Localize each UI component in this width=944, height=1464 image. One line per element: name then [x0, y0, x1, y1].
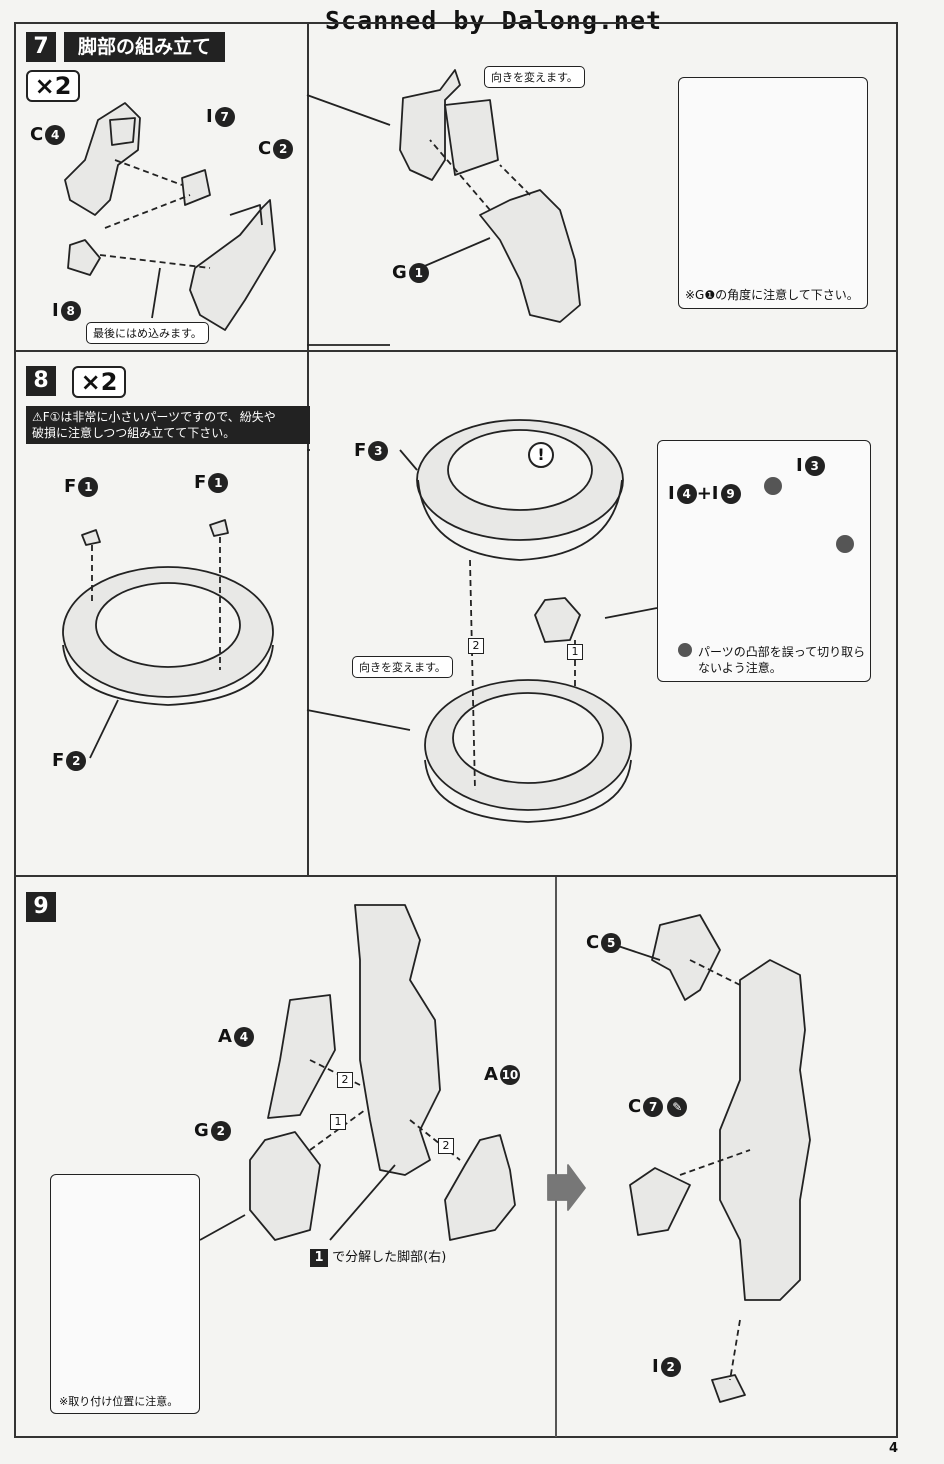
inset-position-note: ※取り付け位置に注意。	[59, 1395, 179, 1408]
order-marker-2b: 2	[438, 1138, 454, 1154]
order-marker-2: 2	[468, 638, 484, 654]
step7-title: 脚部の組み立て	[64, 32, 226, 62]
inset-angle-note: ※G❶の角度に注意して下さい。	[685, 288, 859, 302]
step7-number: 7	[26, 32, 56, 62]
nub-caution-icon	[764, 477, 782, 495]
seal-marker-icon: ✎	[667, 1097, 688, 1117]
scan-credit: Scanned by Dalong.net	[325, 6, 663, 35]
order-marker-1: 1	[567, 644, 583, 660]
note-rotate-step8: 向きを変えます。	[352, 656, 453, 678]
step8-number: 8	[26, 366, 56, 396]
step8-column-divider	[307, 350, 309, 875]
nub-caution-icon-2	[836, 535, 854, 553]
step7-column-divider	[307, 22, 309, 350]
step7-detail-inset: ※G❶の角度に注意して下さい。	[678, 77, 868, 309]
leg-reference-caption: 1 で分解した脚部(右)	[310, 1246, 446, 1267]
warning-icon: ⚠	[32, 410, 43, 424]
warning-line-1: ⚠F①は非常に小さいパーツですので、紛失や	[32, 410, 276, 424]
step8-multiplier: ×2	[72, 366, 126, 398]
caution-mark-icon: !	[528, 442, 554, 468]
inset-nub-note-line-1: パーツの凸部を誤って切り取ら	[698, 645, 866, 659]
order-marker-1: 1	[330, 1114, 346, 1130]
step9-column-divider	[555, 877, 557, 1437]
warning-line-2: 破損に注意しつつ組み立てて下さい。	[32, 426, 236, 440]
small-parts-warning: ⚠F①は非常に小さいパーツですので、紛失や 破損に注意しつつ組み立てて下さい。	[26, 406, 310, 444]
step7-multiplier: ×2	[26, 70, 80, 102]
nub-caution-note-icon	[678, 643, 692, 657]
order-marker-2a: 2	[337, 1072, 353, 1088]
page-number: 4	[888, 1441, 898, 1456]
page-frame	[14, 22, 898, 1438]
inset-nub-note-line-2: ないよう注意。	[698, 661, 782, 675]
step9-detail-inset: ※取り付け位置に注意。	[50, 1174, 200, 1414]
step9-number: 9	[26, 892, 56, 922]
section-divider-8-9	[14, 875, 898, 877]
section-divider-7-8	[14, 350, 898, 352]
note-last-fit: 最後にはめ込みます。	[86, 322, 209, 344]
note-rotate-step7: 向きを変えます。	[484, 66, 585, 88]
